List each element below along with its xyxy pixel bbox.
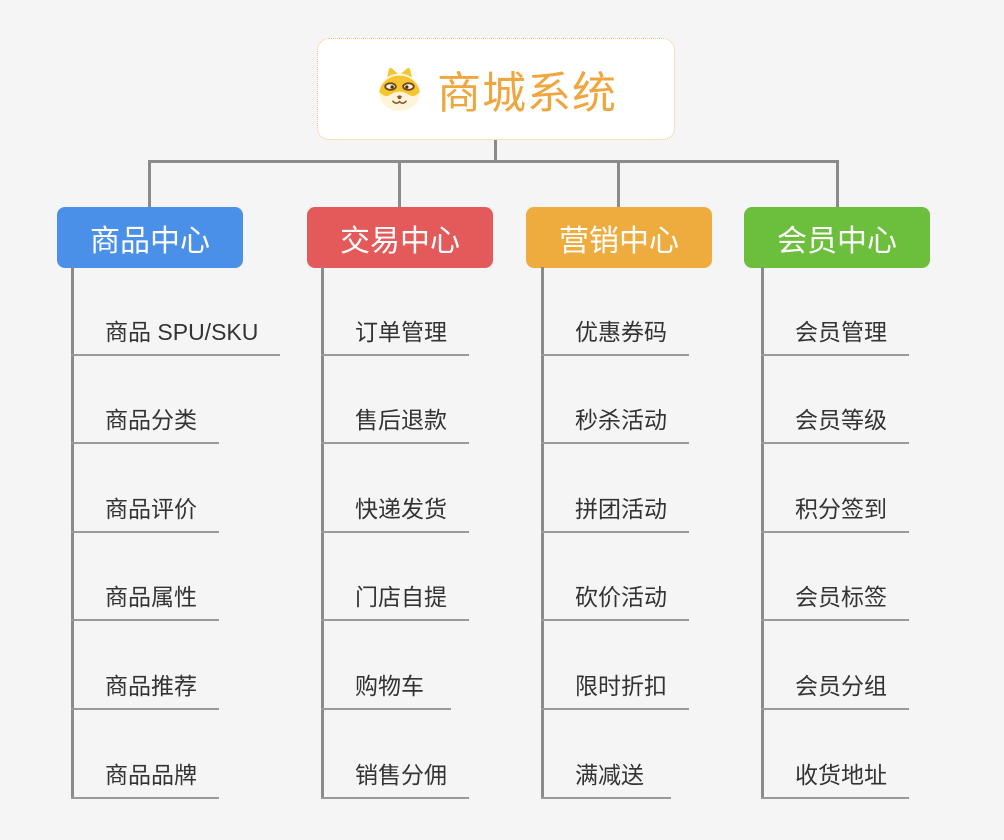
branch-node-product-center[interactable]: 商品中心: [57, 207, 243, 268]
trunk-line-trade: [321, 267, 324, 799]
branch-label: 商品中心: [90, 224, 210, 258]
leaf-node[interactable]: 会员分组: [761, 621, 909, 710]
leaf-node[interactable]: 门店自提: [321, 533, 469, 622]
trunk-line-member: [761, 267, 764, 799]
trunk-line-marketing: [541, 267, 544, 799]
branch-label: 营销中心: [559, 224, 679, 258]
leaf-node[interactable]: 购物车: [321, 621, 451, 710]
branch-node-member-center[interactable]: 会员中心: [744, 207, 930, 268]
leaf-node[interactable]: 收货地址: [761, 710, 909, 799]
leaf-node[interactable]: 拼团活动: [541, 444, 689, 533]
connector-drop-product: [148, 160, 151, 208]
leaf-node[interactable]: 商品 SPU/SKU: [71, 267, 281, 356]
connector-root-stem: [494, 140, 497, 161]
leaf-node[interactable]: 售后退款: [321, 356, 469, 445]
branch-node-trade-center[interactable]: 交易中心: [307, 207, 493, 268]
leaf-node[interactable]: 会员标签: [761, 533, 909, 622]
connector-drop-trade: [398, 160, 401, 208]
leaf-node[interactable]: 商品评价: [71, 444, 219, 533]
leaf-node[interactable]: 会员等级: [761, 356, 909, 445]
leaf-node[interactable]: 商品属性: [71, 533, 219, 622]
leaf-node[interactable]: 订单管理: [321, 267, 469, 356]
leaf-node[interactable]: 商品推荐: [71, 621, 219, 710]
branch-label: 交易中心: [340, 224, 460, 258]
leaf-node[interactable]: 销售分佣: [321, 710, 469, 799]
shiba-dog-face-icon: [379, 67, 420, 112]
leaf-node[interactable]: 满减送: [541, 710, 671, 799]
leaf-node[interactable]: 快递发货: [321, 444, 469, 533]
leaf-node[interactable]: 优惠券码: [541, 267, 689, 356]
column-member-center: 会员管理 会员等级 积分签到 会员标签 会员分组 收货地址: [761, 267, 909, 799]
leaf-node[interactable]: 限时折扣: [541, 621, 689, 710]
root-node[interactable]: 商城系统: [317, 38, 675, 140]
leaf-node[interactable]: 砍价活动: [541, 533, 689, 622]
connector-drop-member: [836, 160, 839, 208]
branch-label: 会员中心: [777, 224, 897, 258]
branch-node-marketing-center[interactable]: 营销中心: [526, 207, 712, 268]
column-trade-center: 订单管理 售后退款 快递发货 门店自提 购物车 销售分佣: [321, 267, 469, 799]
root-title: 商城系统: [437, 69, 617, 118]
connector-drop-marketing: [617, 160, 620, 208]
column-product-center: 商品 SPU/SKU 商品分类 商品评价 商品属性 商品推荐 商品品牌: [71, 267, 281, 799]
leaf-node[interactable]: 商品品牌: [71, 710, 219, 799]
connector-horizontal: [148, 160, 839, 163]
column-marketing-center: 优惠券码 秒杀活动 拼团活动 砍价活动 限时折扣 满减送: [541, 267, 689, 799]
leaf-node[interactable]: 商品分类: [71, 356, 219, 445]
leaf-node[interactable]: 积分签到: [761, 444, 909, 533]
trunk-line-product: [71, 267, 74, 799]
leaf-node[interactable]: 秒杀活动: [541, 356, 689, 445]
leaf-node[interactable]: 会员管理: [761, 267, 909, 356]
